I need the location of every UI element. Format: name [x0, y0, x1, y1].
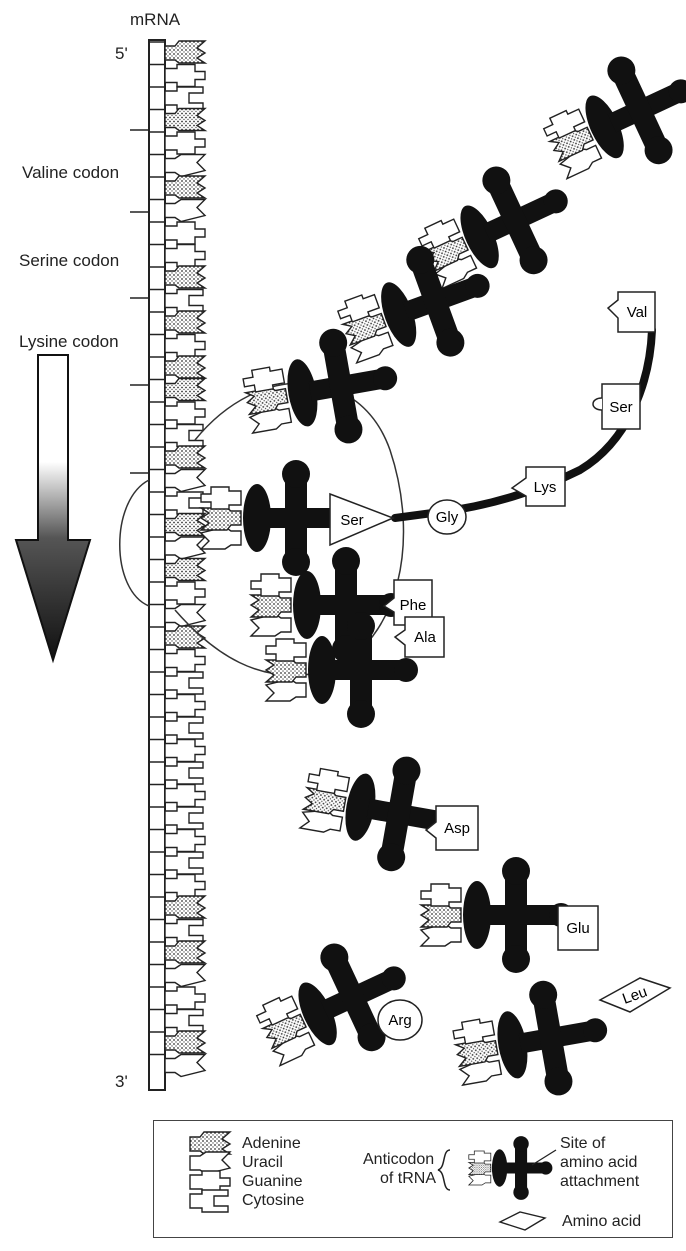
amino-acid-gly: Gly: [427, 499, 467, 535]
legend-site-1: Site of: [560, 1135, 606, 1152]
svg-text:Asp: Asp: [444, 820, 470, 837]
legend-amino-acid: Amino acid: [562, 1213, 642, 1230]
svg-text:Ser: Ser: [609, 399, 632, 416]
svg-text:Lys: Lys: [534, 479, 557, 496]
polypeptide-chain: [391, 326, 656, 522]
svg-text:Ser: Ser: [340, 512, 363, 529]
legend-anticodon-2: of tRNA: [380, 1170, 437, 1187]
legend: [153, 1120, 673, 1238]
amino-acid-arg: Arg: [377, 999, 423, 1041]
lysine-codon-label: Lysine codon: [19, 332, 119, 351]
svg-text:Arg: Arg: [388, 1012, 411, 1029]
amino-acid-ala: Ala: [393, 616, 445, 658]
amino-acid-glu: Glu: [557, 905, 599, 951]
legend-anticodon-1: Anticodon: [363, 1151, 435, 1168]
mrna-bases: [164, 40, 208, 1078]
direction-arrow-icon: [14, 354, 92, 664]
three-prime-label: 3': [115, 1072, 128, 1091]
amino-acid-leu: Leu: [598, 977, 672, 1013]
legend-icons: [189, 1131, 557, 1231]
legend-cytosine: Cytosine: [242, 1192, 305, 1209]
svg-text:Val: Val: [627, 304, 648, 321]
legend-site-2: amino acid: [560, 1154, 638, 1171]
mrna-label: mRNA: [130, 10, 181, 29]
legend-adenine: Adenine: [242, 1135, 301, 1152]
amino-acid-asp: Asp: [424, 805, 479, 851]
amino-acid-lys: Lys: [510, 466, 566, 507]
legend-guanine: Guanine: [242, 1173, 303, 1190]
amino-acid-ser-site: Ser: [329, 492, 395, 547]
amino-acid-phe: Phe: [382, 579, 433, 626]
valine-codon-label: Valine codon: [22, 163, 120, 182]
trna-molecules: [198, 56, 686, 1096]
legend-uracil: Uracil: [242, 1154, 283, 1171]
svg-text:Gly: Gly: [436, 509, 459, 526]
mrna-segments: [149, 41, 165, 1056]
amino-acid-ser-chain: Ser: [592, 383, 641, 430]
amino-acid-val: Val: [606, 291, 656, 333]
five-prime-label: 5': [115, 44, 128, 63]
serine-codon-label: Serine codon: [19, 251, 120, 270]
svg-text:Ala: Ala: [414, 629, 436, 646]
svg-text:Phe: Phe: [400, 597, 427, 614]
svg-text:Glu: Glu: [566, 920, 589, 937]
legend-site-3: attachment: [560, 1173, 640, 1190]
mrna-strand: [148, 39, 166, 1091]
